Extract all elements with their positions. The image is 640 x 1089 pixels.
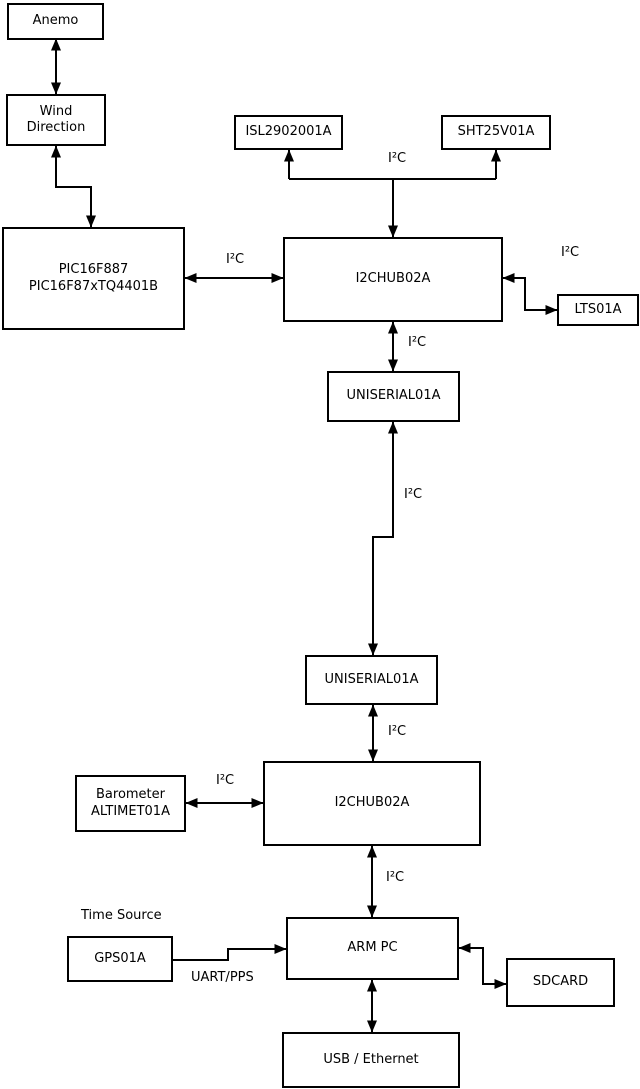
connector-uniserial-link — [368, 421, 398, 656]
label-i2c-pic-hub: I²C — [226, 252, 245, 267]
node-lts01a: LTS01A — [557, 294, 639, 326]
label-i2c-long-link: I²C — [404, 487, 423, 502]
node-i2chub02a-upper: I2CHUB02A — [283, 237, 503, 322]
connector-armpc-sdcard — [458, 943, 507, 989]
node-uniserial01a-upper: UNISERIAL01A — [327, 371, 460, 422]
node-isl2902001a: ISL2902001A — [234, 115, 343, 150]
connector-hub-upper-lts — [502, 273, 558, 315]
node-anemo: Anemo — [7, 3, 104, 40]
label-i2c-lts: I²C — [561, 245, 580, 260]
node-usb-ethernet: USB / Ethernet — [282, 1032, 460, 1088]
node-wind-direction: Wind Direction — [6, 94, 106, 146]
label-i2c-top-bus: I²C — [388, 151, 407, 166]
node-sht25v01a: SHT25V01A — [441, 115, 551, 150]
label-i2c-uniserial-hub: I²C — [388, 724, 407, 739]
node-barometer-altimet01a: Barometer ALTIMET01A — [75, 775, 186, 832]
label-i2c-hub-armpc: I²C — [386, 870, 405, 885]
node-uniserial01a-lower: UNISERIAL01A — [305, 655, 438, 705]
node-arm-pc: ARM PC — [286, 917, 459, 980]
node-sdcard: SDCARD — [506, 958, 615, 1007]
label-i2c-hub-uniserial: I²C — [408, 335, 427, 350]
node-i2chub02a-lower: I2CHUB02A — [263, 761, 481, 846]
connector-gps-armpc — [173, 944, 287, 961]
node-gps01a: GPS01A — [67, 936, 173, 982]
label-i2c-barometer: I²C — [216, 773, 235, 788]
connector-wind-pic — [51, 145, 96, 228]
label-uart-pps: UART/PPS — [191, 970, 254, 985]
label-time-source: Time Source — [81, 908, 162, 923]
node-pic16f887: PIC16F887 PIC16F87xTQ4401B — [2, 227, 185, 330]
